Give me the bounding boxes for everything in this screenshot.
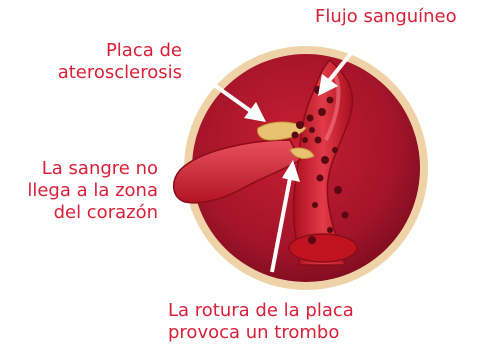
label-sangre-line2: llega a la zona (27, 180, 158, 202)
label-placa-line2: aterosclerosis (58, 62, 182, 84)
label-flujo-sanguineo: Flujo sanguíneo (315, 6, 457, 28)
label-rotura-line2: provoca un trombo (168, 322, 354, 344)
label-placa-line1: Placa de (58, 40, 182, 62)
label-placa-aterosclerosis: Placa de aterosclerosis (58, 40, 182, 84)
label-rotura-placa: La rotura de la placa provoca un trombo (168, 300, 354, 344)
label-flujo-text: Flujo sanguíneo (315, 6, 457, 27)
lower-vessel-opening (289, 234, 357, 262)
label-sangre-line1: La sangre no (27, 158, 158, 180)
label-sangre-line3: del corazón (27, 202, 158, 224)
label-sangre-no-llega: La sangre no llega a la zona del corazón (27, 158, 158, 224)
label-rotura-line1: La rotura de la placa (168, 300, 354, 322)
